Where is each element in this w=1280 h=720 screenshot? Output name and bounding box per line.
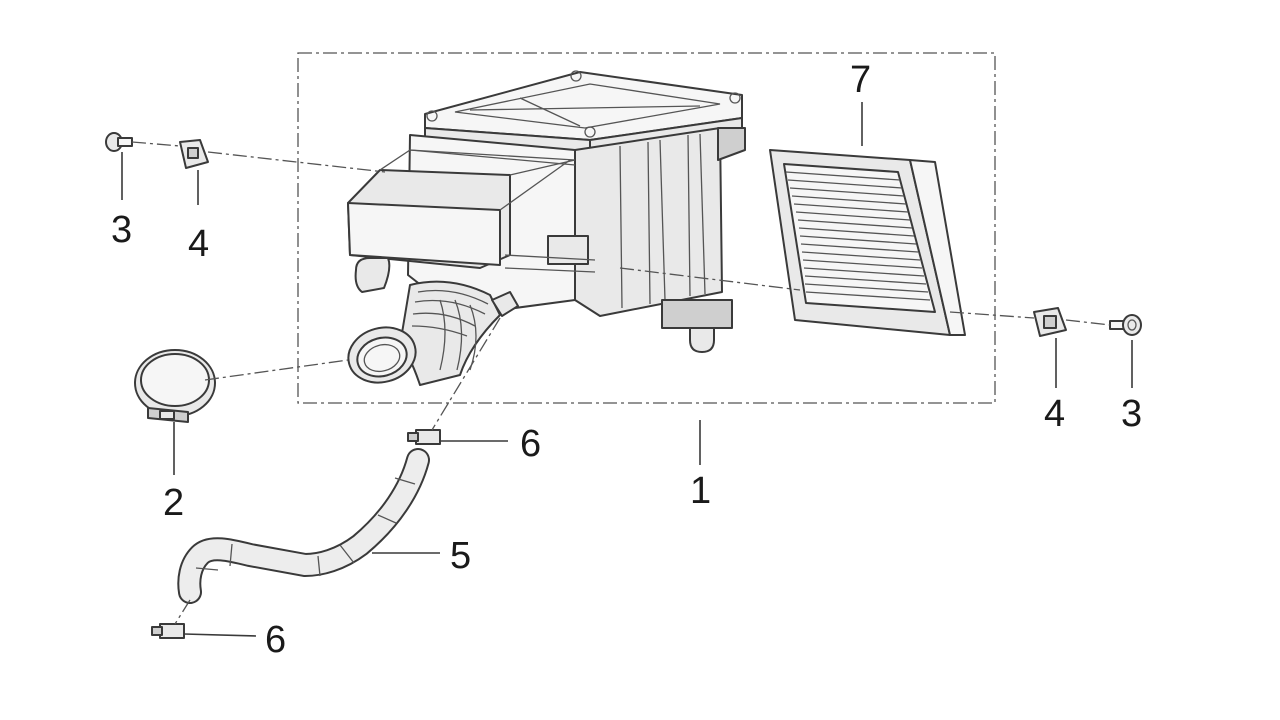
clip-right xyxy=(1033,307,1067,337)
air-filter-box xyxy=(347,70,746,386)
bolt-left xyxy=(105,132,133,152)
hose-clip-upper xyxy=(407,429,441,445)
callout-6-lower: 6 xyxy=(265,619,286,661)
callout-3-left: 3 xyxy=(111,209,132,251)
leader-lines xyxy=(121,102,1133,637)
air-filter-element xyxy=(769,149,966,336)
callout-3-right: 3 xyxy=(1121,393,1142,435)
clip-left xyxy=(179,139,209,169)
callout-5: 5 xyxy=(450,535,471,577)
hose-clamp xyxy=(134,349,216,423)
assembly-boundary-box xyxy=(297,52,996,404)
callout-4-left: 4 xyxy=(188,223,209,265)
callout-7: 7 xyxy=(850,59,871,101)
assembly-axes xyxy=(131,141,1111,625)
callout-6-upper: 6 xyxy=(520,423,541,465)
hose-clip-lower xyxy=(151,623,185,639)
bolt-right xyxy=(1109,314,1142,336)
callout-2: 2 xyxy=(163,482,184,524)
callout-1: 1 xyxy=(690,470,711,512)
breather-hose xyxy=(177,448,430,604)
callout-labels: 1 2 3 3 4 4 5 6 6 7 xyxy=(111,59,1142,661)
callout-4-right: 4 xyxy=(1044,393,1065,435)
